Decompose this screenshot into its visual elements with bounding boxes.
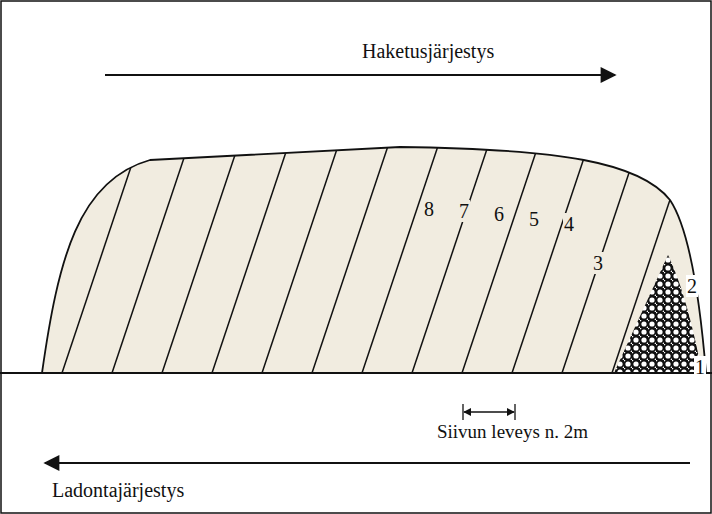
slice-number: 8 — [423, 198, 435, 220]
slice-line — [362, 140, 440, 373]
stacking-order-arrow — [45, 462, 690, 464]
caption-label: Haketusjärjestys — [362, 40, 494, 62]
slice-number: 4 — [563, 213, 575, 235]
slice-number: 3 — [592, 252, 604, 274]
slice-line — [212, 140, 290, 373]
slice-number: 5 — [528, 208, 540, 230]
dimension-tick — [462, 404, 463, 420]
chipping-order-arrow — [105, 74, 615, 76]
slice-number: 1 — [694, 356, 706, 378]
slice-lines — [62, 140, 690, 373]
slice-line — [62, 140, 140, 373]
ground-line — [0, 372, 712, 374]
pile-outline — [42, 147, 706, 373]
width-dimension — [464, 411, 514, 412]
slice-line — [462, 140, 540, 373]
slice-line — [512, 140, 590, 373]
chipped-section — [614, 255, 702, 373]
slice-line — [162, 140, 240, 373]
slice-line — [412, 140, 490, 373]
slice-line — [262, 140, 340, 373]
dimension-tick — [514, 404, 515, 420]
slice-line — [112, 140, 190, 373]
slice-line — [312, 140, 390, 373]
caption-label: Ladontajärjestys — [52, 479, 184, 501]
slice-line — [562, 140, 640, 373]
slice-number: 2 — [686, 275, 698, 297]
slice-number: 6 — [493, 203, 505, 225]
slice-number: 7 — [458, 200, 470, 222]
caption-label: Siivun leveys n. 2m — [437, 422, 588, 443]
